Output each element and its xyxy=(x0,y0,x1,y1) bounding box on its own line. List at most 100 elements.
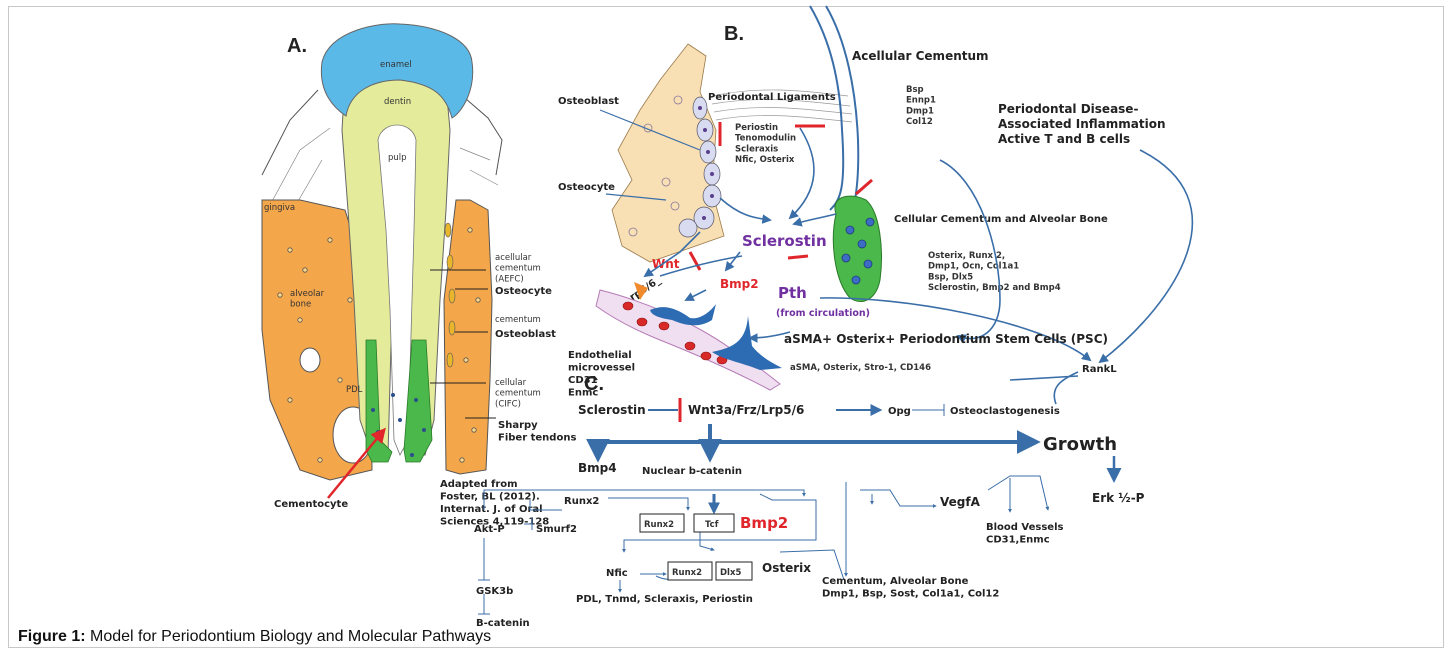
runx2-box-label: Runx2 xyxy=(644,520,674,530)
text-line: Col12 xyxy=(906,117,933,127)
root-outline-1 xyxy=(810,6,843,210)
osteoclastogenesis-label: Osteoclastogenesis xyxy=(950,406,1060,417)
text-line: Periodontal Disease- xyxy=(998,102,1138,116)
text-line: Internat. J. of Oral xyxy=(440,504,543,515)
bmp2-label-b: Bmp2 xyxy=(720,277,759,291)
pulp-label: pulp xyxy=(388,153,407,163)
text-line: Osterix, Runx 2, xyxy=(928,251,1005,261)
cellular-cementum-title: Cellular Cementum and Alveolar Bone xyxy=(894,214,1108,225)
nuclear-catenin-label: Nuclear b-catenin xyxy=(642,466,742,477)
marrow-space xyxy=(300,348,320,372)
text-line: Bsp, Dlx5 xyxy=(928,272,973,282)
osteocyte-label: Osteocyte xyxy=(495,286,552,297)
dentin-label: dentin xyxy=(384,97,411,107)
text-line: bone xyxy=(290,300,311,310)
opg-label: Opg xyxy=(888,406,911,417)
tooth-panel: A. xyxy=(262,24,576,528)
text-line: cellular xyxy=(495,378,527,388)
text-line: cementum xyxy=(495,389,541,399)
text-line: Dmp1, Ocn, Col1a1 xyxy=(928,262,1019,272)
text-line: acellular xyxy=(495,253,532,263)
panel-a-label: A. xyxy=(287,35,307,57)
pdl-markers: PeriostinTenomodulinScleraxisNfic, Oster… xyxy=(735,123,796,165)
inflammation-title: Periodontal Disease-Associated Inflammat… xyxy=(998,102,1166,146)
smurf2-label: Smurf2 xyxy=(536,524,577,535)
figure-caption: Figure 1: Model for Periodontium Biology… xyxy=(18,628,491,646)
text-line: Cementum, Alveolar Bone xyxy=(822,576,969,587)
vegfa-label: VegfA xyxy=(940,495,981,509)
inhibition-bar xyxy=(788,256,808,258)
bmp2-label-c: Bmp2 xyxy=(740,514,788,532)
sclerostin-label: Sclerostin xyxy=(742,232,827,250)
text-line: Associated Inflammation xyxy=(998,117,1166,131)
alveolar-bone-right xyxy=(444,200,492,474)
osteoblast-label: Osteoblast xyxy=(495,329,556,340)
panel-c-label: C. xyxy=(584,373,604,395)
text-line: cementum xyxy=(495,264,541,274)
nfic-label: Nfic xyxy=(606,568,628,579)
cementocyte-label: Cementocyte xyxy=(274,499,348,510)
text-line: (CIFC) xyxy=(495,399,521,409)
sclerostin-c: Sclerostin xyxy=(578,403,646,417)
gingiva-label: gingiva xyxy=(264,203,295,213)
gsk3b-label: GSK3b xyxy=(476,586,513,597)
text-line: Foster, BL (2012). xyxy=(440,492,540,503)
pth-label: Pth xyxy=(778,284,807,302)
text-line: Sclerostin, Bmp2 and Bmp4 xyxy=(928,283,1061,293)
text-line: Blood Vessels xyxy=(986,522,1064,533)
erk-label: Erk ½-P xyxy=(1092,491,1145,505)
cellular-cementum-blob xyxy=(833,196,881,301)
text-line: alveolar xyxy=(290,289,325,299)
psc-markers: aSMA, Osterix, Stro-1, CD146 xyxy=(790,363,931,373)
from-circulation-label: (from circulation) xyxy=(776,308,870,319)
text-line: Tenomodulin xyxy=(735,134,796,144)
pathway-panel: C. Sclerostin Wnt3a/Frz/Lrp5/6 Opg Osteo… xyxy=(474,373,1145,629)
pdl-pathway-markers: PDL, Tnmd, Scleraxis, Periostin xyxy=(576,594,753,605)
text-line: Ennp1 xyxy=(906,96,936,106)
akt-label: Akt-P xyxy=(474,524,505,535)
rankl-label: RankL xyxy=(1082,364,1117,375)
text-line: Bsp xyxy=(906,85,924,95)
text-line: Adapted from xyxy=(440,479,518,490)
pdl-label: PDL xyxy=(346,385,363,395)
text-line: CD31,Enmc xyxy=(986,535,1050,546)
osterix-label: Osterix xyxy=(762,561,811,575)
bmp4-label: Bmp4 xyxy=(578,461,617,475)
text-line: Scleraxis xyxy=(735,144,778,154)
text-line: Active T and B cells xyxy=(998,132,1130,146)
wnt3a-label: Wnt3a/Frz/Lrp5/6 xyxy=(688,403,804,417)
cementum-label: cementum xyxy=(495,315,541,325)
osteoblast-label-b: Osteoblast xyxy=(558,96,619,107)
tcf-box-label: Tcf xyxy=(705,520,719,530)
inhibition-bar xyxy=(856,180,872,194)
caption-text: Model for Periodontium Biology and Molec… xyxy=(86,628,492,645)
text-line: Sharpy xyxy=(498,420,538,431)
acellular-cementum-title: Acellular Cementum xyxy=(852,49,989,63)
osteocyte-label-b: Osteocyte xyxy=(558,182,615,193)
text-line: Endothelial xyxy=(568,350,632,361)
text-line: Dmp1 xyxy=(906,106,934,116)
text-line: microvessel xyxy=(568,363,635,374)
text-line: Dmp1, Bsp, Sost, Col1a1, Col12 xyxy=(822,589,999,600)
text-line: Nfic, Osterix xyxy=(735,155,795,165)
signaling-panel: B. Oste xyxy=(558,6,1192,404)
enamel-label: enamel xyxy=(380,60,412,70)
caption-label: Figure 1: xyxy=(18,628,86,645)
runx2-top-label: Runx2 xyxy=(564,496,599,507)
psc-label: aSMA+ Osterix+ Periodontium Stem Cells (… xyxy=(784,332,1108,346)
runx2-box2-label: Runx2 xyxy=(672,568,702,578)
dlx5-box-label: Dlx5 xyxy=(720,568,741,578)
pdl-title: Periodontal Ligaments xyxy=(708,92,836,103)
text-line: Periostin xyxy=(735,123,778,133)
text-line: (AEFC) xyxy=(495,274,524,284)
growth-label: Growth xyxy=(1043,434,1117,455)
